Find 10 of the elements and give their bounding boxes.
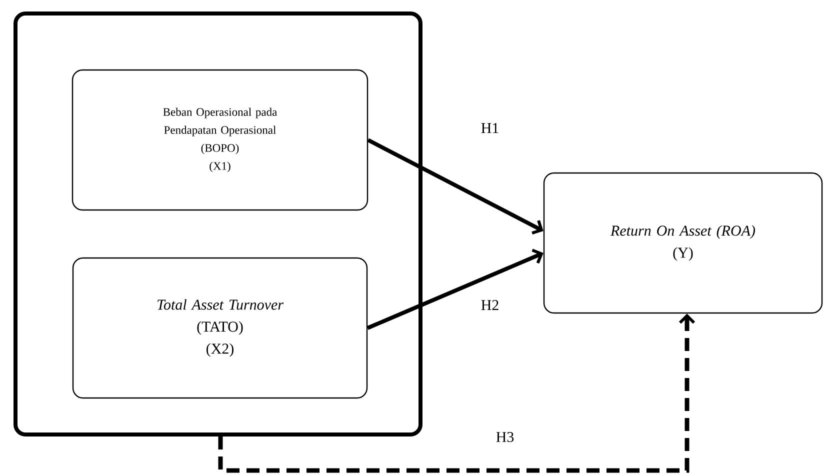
group-box	[14, 12, 422, 436]
arrow	[218, 314, 696, 473]
edge-label: H3	[494, 430, 516, 444]
edge-label: H2	[480, 299, 500, 311]
edge-label: H1	[480, 122, 500, 134]
variable-box: Total Asset Turnover (TATO) (X2)	[72, 257, 368, 399]
arrow	[366, 248, 544, 330]
variable-box: Return On Asset (ROA) (Y)	[543, 172, 823, 314]
variable-box: Beban Operasional pada Pendapatan Operasional (BOPO) (X1)	[72, 69, 368, 211]
arrow	[367, 138, 544, 234]
